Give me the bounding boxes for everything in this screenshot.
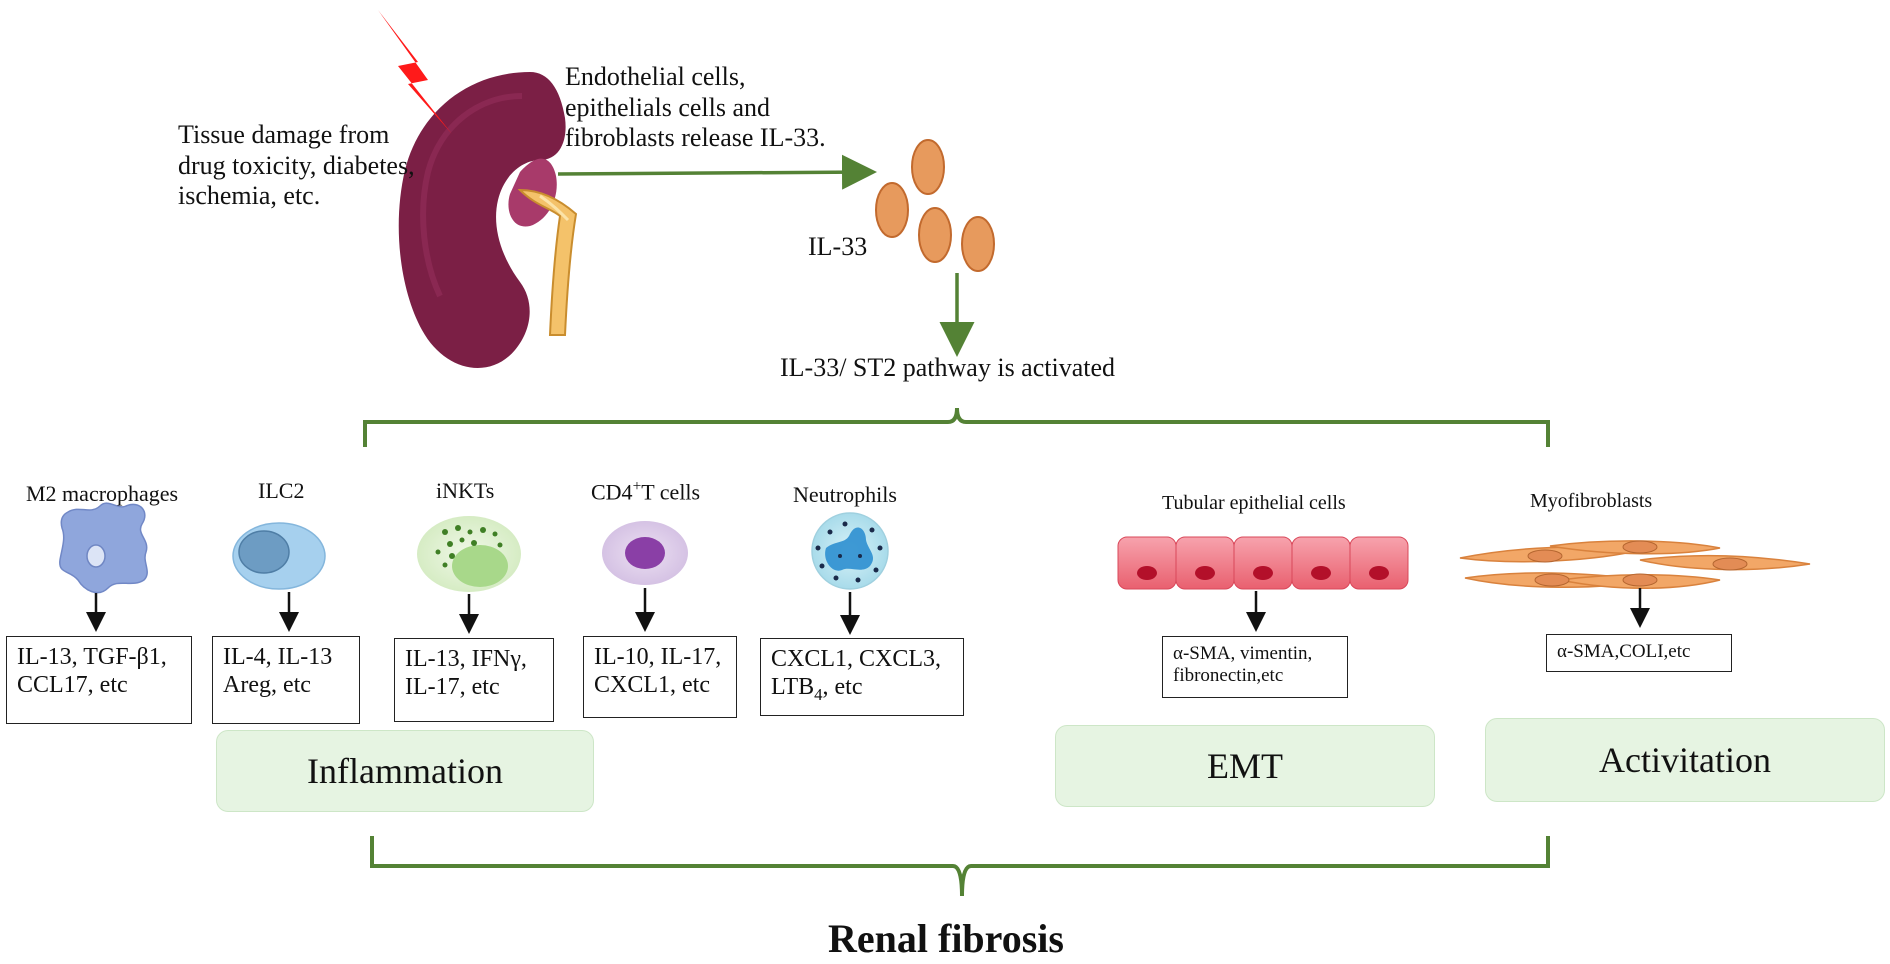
- emt-label: EMT: [1055, 725, 1435, 807]
- il33-molecules-icon: [875, 139, 995, 272]
- tubular-cells-icon: [1117, 536, 1409, 590]
- top-brace: [363, 407, 1550, 447]
- lightning-icon: [378, 10, 452, 134]
- il33-release-caption: Endothelial cells, epithelials cells and…: [565, 62, 826, 153]
- cell-arrows: [86, 588, 1650, 635]
- release-arrow: [557, 154, 877, 190]
- inkt-icon: [417, 516, 521, 592]
- cd4-t-cells-label: CD4+T cells: [591, 478, 701, 505]
- kidney-icon: [398, 72, 578, 369]
- myofibroblasts-label: Myofibroblasts: [1530, 490, 1653, 512]
- neutrophils-label: Neutrophils: [793, 482, 897, 507]
- ilc2-label: ILC2: [258, 478, 305, 503]
- bottom-brace: [370, 836, 1550, 897]
- pathway-label: IL-33/ ST2 pathway is activated: [780, 353, 1116, 382]
- neutrophil-cytokine-box: CXCL1, CXCL3,LTB4, etc: [760, 638, 964, 716]
- ilc2-icon: [232, 522, 326, 590]
- myofibroblasts-icon: [1459, 540, 1811, 590]
- m2-cytokine-box: IL-13, TGF-β1, CCL17, etc: [6, 636, 192, 724]
- ilc2-cytokine-box: IL-4, IL-13 Areg, etc: [212, 636, 360, 724]
- emt-marker-box: α-SMA, vimentin, fibronectin,etc: [1162, 636, 1348, 698]
- inkts-label: iNKTs: [436, 478, 495, 503]
- cd4-t-cell-icon: [602, 521, 688, 585]
- tubular-cells-label: Tubular epithelial cells: [1162, 492, 1346, 514]
- macrophage-icon: [59, 502, 148, 594]
- neutrophil-icon: [811, 512, 889, 590]
- il33-label: IL-33: [808, 232, 868, 261]
- inkt-cytokine-box: IL-13, IFNγ, IL-17, etc: [394, 638, 554, 722]
- myofibro-marker-box: α-SMA,COLI,etc: [1546, 634, 1732, 672]
- inflammation-label: Inflammation: [216, 730, 594, 812]
- cd4-cytokine-box: IL-10, IL-17, CXCL1, etc: [583, 636, 737, 718]
- tissue-damage-caption: Tissue damage from drug toxicity, diabet…: [178, 120, 415, 211]
- m2-macrophages-label: M2 macrophages: [26, 481, 179, 506]
- activation-label: Activitation: [1485, 718, 1885, 802]
- renal-fibrosis-label: Renal fibrosis: [828, 916, 1064, 961]
